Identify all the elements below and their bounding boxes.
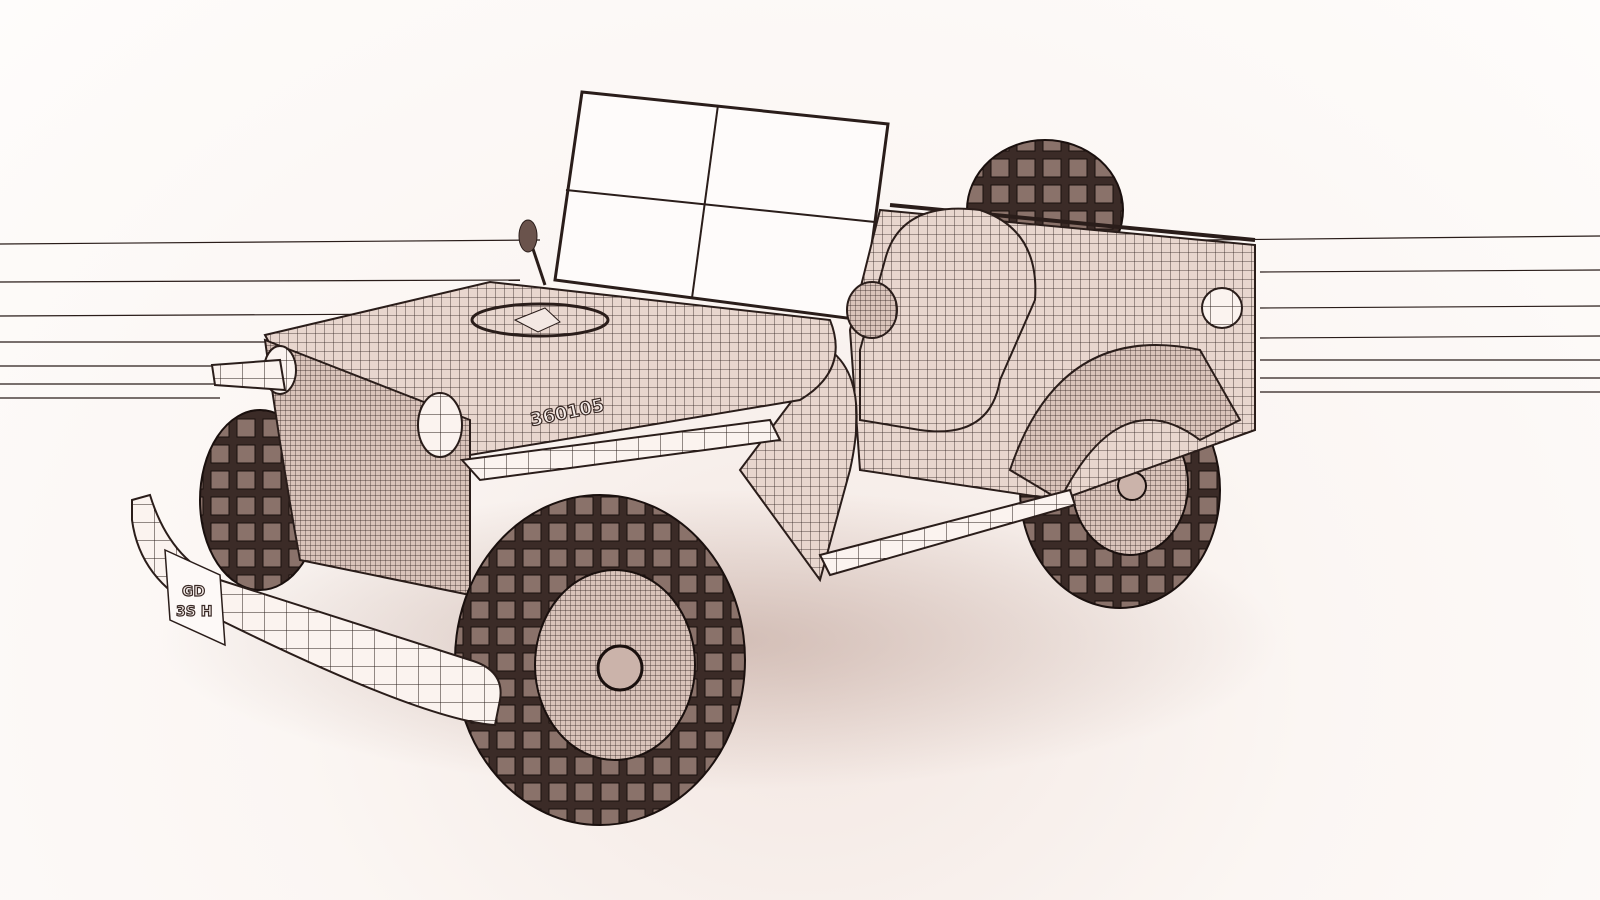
cowl-side (738, 348, 858, 583)
left-fender (210, 358, 287, 392)
license-plate-line-1: GD (182, 584, 205, 600)
front-right-wheel (454, 494, 746, 826)
front-grille (263, 338, 471, 597)
front-fender (459, 418, 782, 482)
seat (846, 207, 1037, 433)
license-plate (164, 548, 226, 647)
background-lines-right (1199, 235, 1600, 393)
side-mirror (518, 219, 547, 286)
windshield (553, 90, 890, 322)
running-board (818, 488, 1077, 577)
license-plate-line-2: 3S H (176, 604, 212, 620)
front-bumper: GD 3S H (131, 493, 502, 727)
background-lines-left (0, 239, 541, 399)
